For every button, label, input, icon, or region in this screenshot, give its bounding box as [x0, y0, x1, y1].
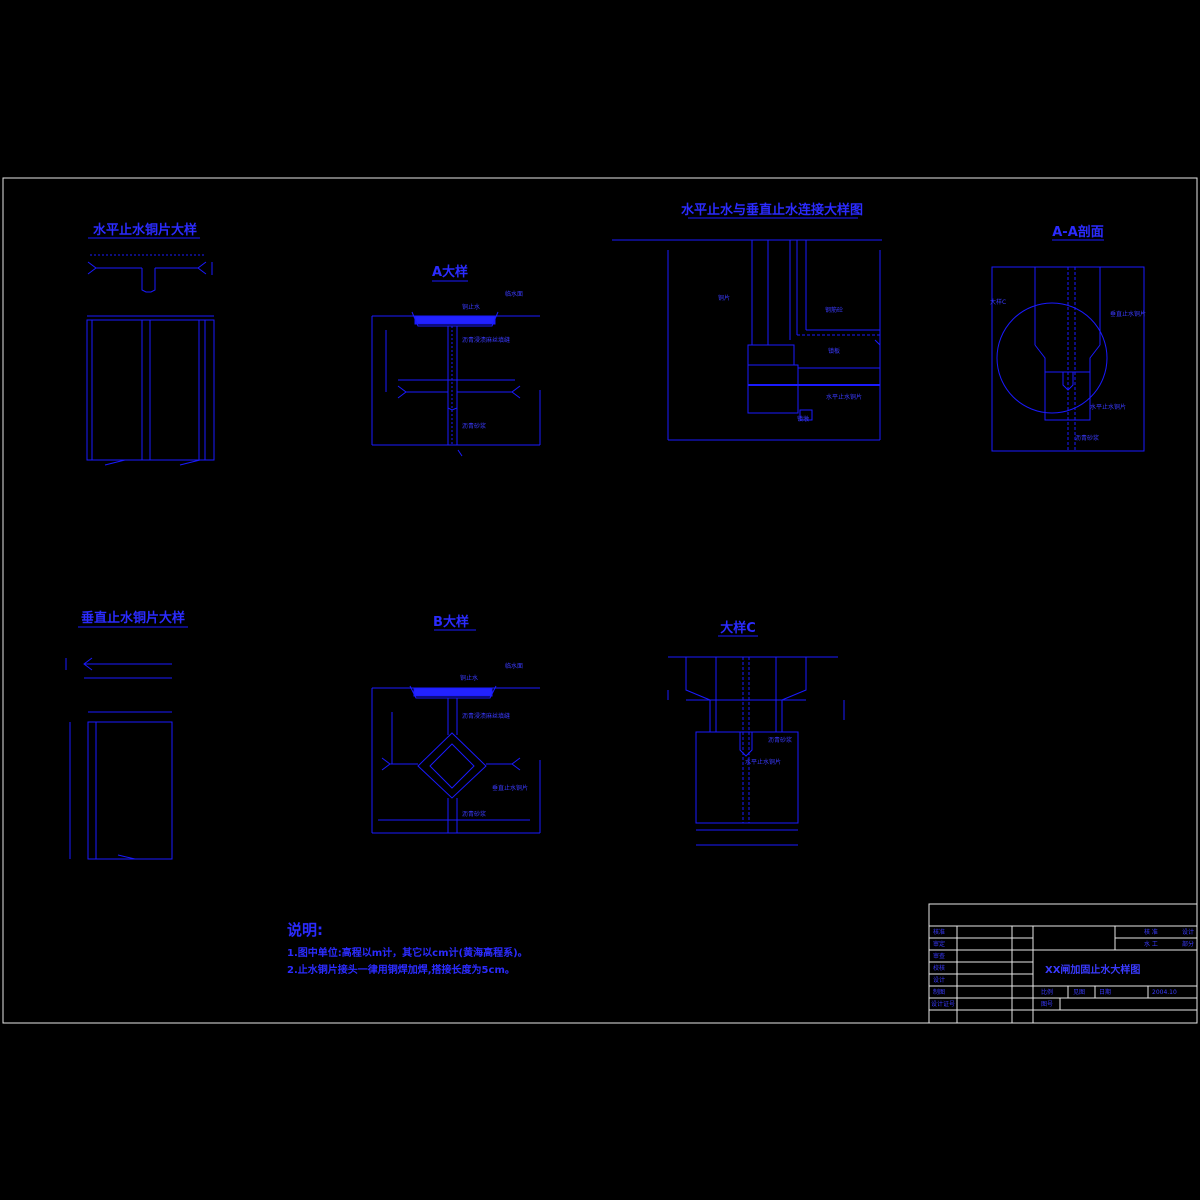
tb-row-authorize: 审定	[933, 940, 945, 948]
tb-date-label: 日期	[1099, 988, 1111, 996]
label-b-filler: 沥青浸渍麻丝填缝	[462, 712, 510, 720]
vertical-strip-view: 垂直止水铜片大样	[65, 610, 188, 860]
section-aa-view: A-A剖面 大样C 垂直止水铜片 水平止水铜片 沥青砂浆	[990, 224, 1146, 452]
tb-row-draw: 制图	[933, 988, 945, 996]
view-title-horizontal-strip: 水平止水铜片大样	[93, 222, 197, 238]
tb-number-label: 图号	[1041, 1001, 1053, 1008]
tb-header-2: 设计	[1182, 928, 1194, 936]
view-title-detail-b: B大样	[433, 614, 469, 630]
label-b-upstream: 临水面	[505, 662, 523, 670]
label-conn-plate: 镇板	[828, 347, 840, 355]
horizontal-strip-view: 水平止水铜片大样	[86, 222, 215, 466]
label-b-mortar: 沥青砂浆	[462, 810, 486, 818]
tb-row-approve: 核准	[933, 928, 945, 936]
label-aa-vertical: 垂直止水铜片	[1110, 310, 1146, 318]
label-conn-copper: 铜片	[718, 294, 730, 302]
view-title-connection: 水平止水与垂直止水连接大样图	[681, 202, 863, 218]
note-line-1: 1.图中单位:高程以m计，其它以cm计(黄海高程系)。	[287, 946, 528, 959]
title-block: 核准 审定 审查 校核 设计 制图 设计证号 核 准 设计 水 工 部分 XX闸…	[928, 903, 1198, 1024]
tb-row-review: 审查	[933, 952, 945, 960]
tb-sub-2: 部分	[1182, 940, 1194, 948]
tb-date-value: 2004.10	[1152, 989, 1177, 996]
view-title-section-aa: A-A剖面	[1052, 224, 1104, 240]
view-title-vertical-strip: 垂直止水铜片大样	[81, 610, 185, 626]
tb-row-design: 设计	[933, 976, 945, 984]
label-a-copper: 铜止水	[462, 303, 480, 311]
label-a-mortar: 沥青砂浆	[462, 422, 486, 430]
label-c-strip: 水平止水铜片	[745, 758, 781, 766]
detail-a-view: A大样 临水面 铜止水 沥青浸渍麻丝填缝 沥青砂浆	[371, 264, 541, 457]
tb-scale-value: 见图	[1073, 989, 1085, 996]
label-c-mortar: 沥青砂浆	[768, 736, 792, 744]
label-conn-strip: 水平止水铜片	[826, 393, 862, 401]
tb-drawing-title: XX闸加固止水大样图	[1045, 963, 1140, 976]
label-b-vertical: 垂直止水铜片	[492, 784, 528, 792]
label-aa-mortar: 沥青砂浆	[1075, 434, 1099, 442]
note-line-2: 2.止水铜片接头一律用铜焊加焊,搭接长度为5cm。	[287, 963, 515, 976]
drawing-frame	[2, 177, 1198, 1024]
label-conn-concrete: 钢筋砼	[825, 306, 843, 314]
view-title-detail-c: 大样C	[720, 620, 756, 636]
tb-row-cert: 设计证号	[931, 1000, 955, 1008]
connection-view: 水平止水与垂直止水连接大样图 铜片 钢筋砼 镇板 水平止水铜片 镇墩	[612, 202, 882, 441]
notes-heading: 说明:	[287, 921, 323, 939]
tb-row-check: 校核	[933, 964, 945, 972]
tb-header-1: 核 准	[1144, 928, 1158, 936]
notes-block: 说明: 1.图中单位:高程以m计，其它以cm计(黄海高程系)。 2.止水铜片接头…	[287, 921, 528, 976]
label-a-upstream: 临水面	[505, 290, 523, 298]
label-conn-pier: 镇墩	[797, 415, 809, 423]
detail-c-view: 大样C 沥青砂浆 水平止水铜片	[667, 620, 845, 846]
detail-b-view: B大样 临水面 铜止水 沥青浸渍麻丝填缝 垂直止水铜片 沥青砂浆	[371, 614, 541, 834]
label-aa-horizontal: 水平止水铜片	[1090, 403, 1126, 411]
label-b-copper: 铜止水	[460, 674, 478, 682]
tb-sub-1: 水 工	[1144, 940, 1158, 948]
view-title-detail-a: A大样	[432, 264, 468, 280]
label-a-filler: 沥青浸渍麻丝填缝	[462, 336, 510, 344]
label-aa-detail-c: 大样C	[990, 298, 1006, 306]
tb-scale-label: 比例	[1041, 988, 1053, 996]
